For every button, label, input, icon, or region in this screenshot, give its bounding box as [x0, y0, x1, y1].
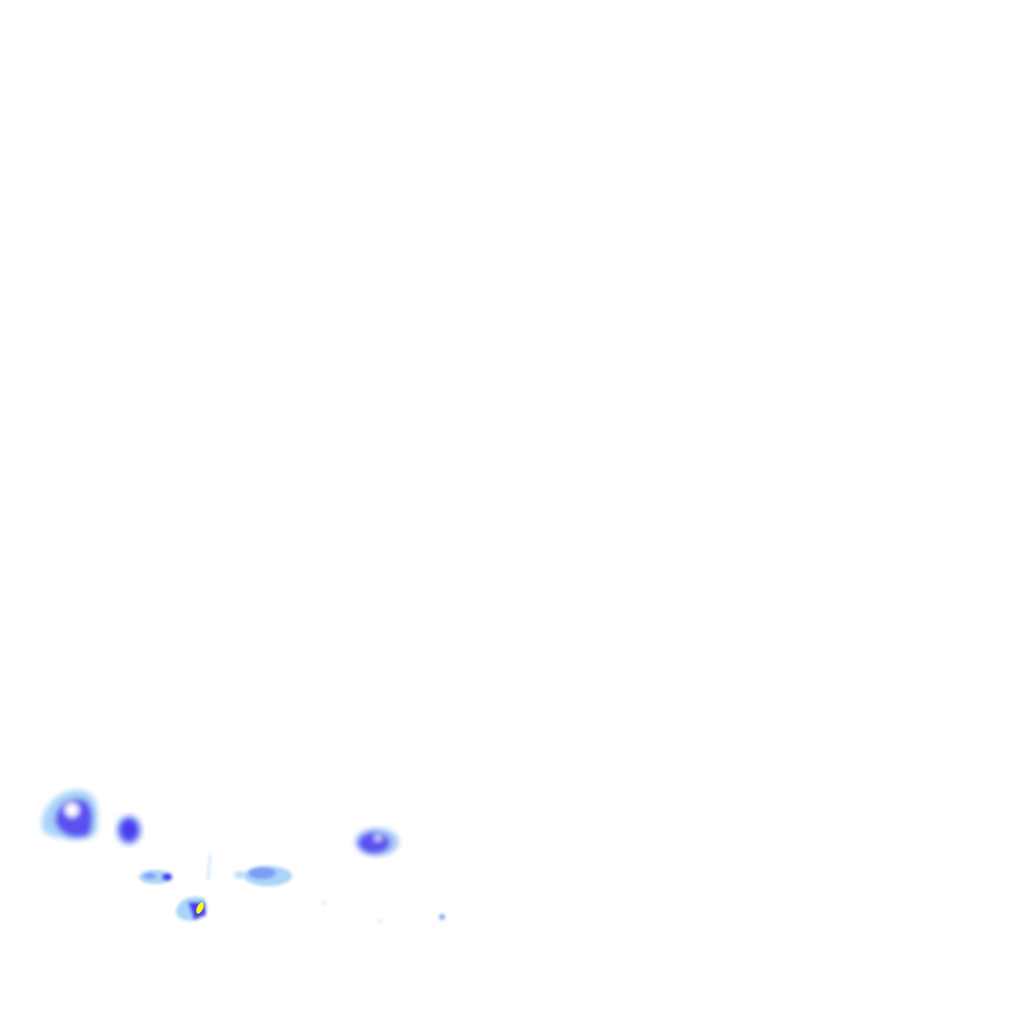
- cell-core: [196, 902, 204, 914]
- scattered-echoes: [322, 901, 445, 923]
- cell-central-band: [207, 854, 292, 886]
- cell-southwest-line: [139, 870, 172, 884]
- cell-west-large: [41, 790, 98, 840]
- cell-east: [355, 828, 399, 856]
- cell-west-small: [116, 815, 142, 845]
